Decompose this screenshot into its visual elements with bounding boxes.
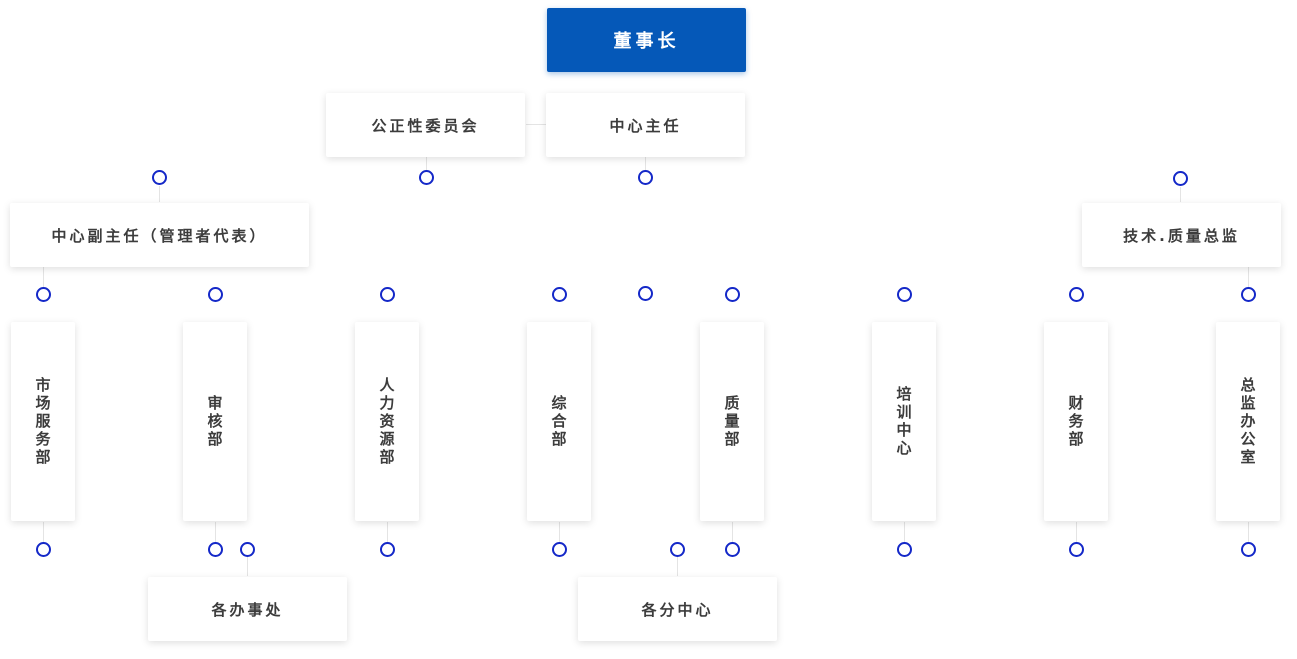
connector-line <box>526 124 546 125</box>
connector-dot <box>419 170 434 185</box>
connector-line <box>904 522 905 546</box>
connector-dot <box>208 542 223 557</box>
tech-quality-director-label: 技术.质量总监 <box>1123 226 1240 245</box>
connector-dot <box>1241 287 1256 302</box>
connector-line <box>1248 522 1249 546</box>
connector-line <box>645 157 646 173</box>
dept-office-box[interactable]: 总监办公室 <box>1216 322 1280 521</box>
branch-offices-box[interactable]: 各办事处 <box>148 577 347 641</box>
dept-audit-label: 审核部 <box>205 394 224 449</box>
connector-line <box>247 557 248 576</box>
connector-dot <box>152 170 167 185</box>
connector-line <box>559 522 560 546</box>
dept-audit-box[interactable]: 审核部 <box>183 322 247 521</box>
connector-dot <box>897 287 912 302</box>
connector-line <box>387 522 388 546</box>
dept-quality-label: 质量部 <box>722 394 741 449</box>
director-box[interactable]: 中心主任 <box>546 93 745 157</box>
dept-training-box[interactable]: 培训中心 <box>872 322 936 521</box>
connector-dot <box>240 542 255 557</box>
connector-dot <box>380 287 395 302</box>
connector-dot <box>897 542 912 557</box>
connector-dot <box>380 542 395 557</box>
dept-quality-box[interactable]: 质量部 <box>700 322 764 521</box>
deputy-director-box[interactable]: 中心副主任（管理者代表） <box>10 203 309 267</box>
committee-box[interactable]: 公正性委员会 <box>326 93 525 157</box>
director-label: 中心主任 <box>609 116 682 135</box>
connector-dot <box>208 287 223 302</box>
connector-dot <box>1069 542 1084 557</box>
connector-dot <box>552 287 567 302</box>
connector-dot <box>638 170 653 185</box>
dept-finance-label: 财务部 <box>1066 394 1085 449</box>
connector-line <box>43 267 44 290</box>
dept-finance-box[interactable]: 财务部 <box>1044 322 1108 521</box>
dept-hr-box[interactable]: 人力资源部 <box>355 322 419 521</box>
dept-hr-label: 人力资源部 <box>377 376 396 467</box>
connector-dot <box>36 542 51 557</box>
connector-line <box>1076 522 1077 546</box>
branch-centers-label: 各分中心 <box>641 600 714 619</box>
connector-dot <box>1069 287 1084 302</box>
branch-offices-label: 各办事处 <box>211 600 284 619</box>
connector-line <box>215 522 216 546</box>
dept-office-label: 总监办公室 <box>1238 376 1257 467</box>
connector-dot <box>1173 171 1188 186</box>
tech-quality-director-box[interactable]: 技术.质量总监 <box>1082 203 1281 267</box>
branch-centers-box[interactable]: 各分中心 <box>578 577 777 641</box>
dept-training-label: 培训中心 <box>894 385 913 458</box>
connector-line <box>732 522 733 546</box>
committee-label: 公正性委员会 <box>371 116 480 135</box>
dept-general-label: 综合部 <box>549 394 568 449</box>
connector-dot <box>725 287 740 302</box>
connector-dot <box>725 542 740 557</box>
connector-dot <box>36 287 51 302</box>
connector-dot <box>1241 542 1256 557</box>
connector-dot <box>638 286 653 301</box>
connector-line <box>426 157 427 173</box>
connector-line <box>677 557 678 576</box>
connector-line <box>159 186 160 202</box>
dept-market-box[interactable]: 市场服务部 <box>11 322 75 521</box>
connector-line <box>1180 187 1181 202</box>
dept-market-label: 市场服务部 <box>33 376 52 467</box>
connector-dot <box>552 542 567 557</box>
chairman-box[interactable]: 董事长 <box>547 8 746 72</box>
connector-dot <box>670 542 685 557</box>
deputy-director-label: 中心副主任（管理者代表） <box>51 226 268 245</box>
chairman-label: 董事长 <box>613 31 680 52</box>
dept-general-box[interactable]: 综合部 <box>527 322 591 521</box>
connector-line <box>43 522 44 546</box>
connector-line <box>1248 267 1249 290</box>
